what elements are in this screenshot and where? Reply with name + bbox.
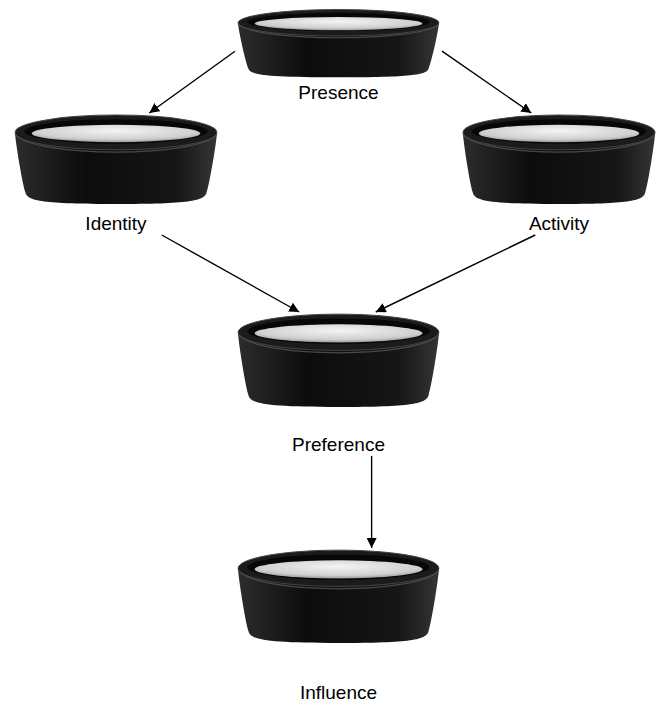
bowl-node: Preference [235,312,442,456]
node-label: Influence [235,682,442,704]
node-label: Presence [235,82,442,104]
flow-arrow [442,51,531,113]
flow-arrow [371,456,372,548]
flow-arrow [376,235,535,312]
bowl-shape [460,113,658,205]
bowl-node: Presence [235,8,442,104]
bowl-node: Activity [460,113,658,235]
bowl-node: Influence [235,548,442,704]
flow-arrow [162,235,299,312]
bowl-shape [235,8,442,78]
bowl-shape [235,548,442,644]
node-label: Preference [235,434,442,456]
bowl-shape [235,312,442,408]
node-label: Activity [460,213,658,235]
node-label: Identity [12,213,220,235]
bowl-node: Identity [12,113,220,235]
flow-arrow [149,51,235,113]
bowl-shape [12,113,220,205]
